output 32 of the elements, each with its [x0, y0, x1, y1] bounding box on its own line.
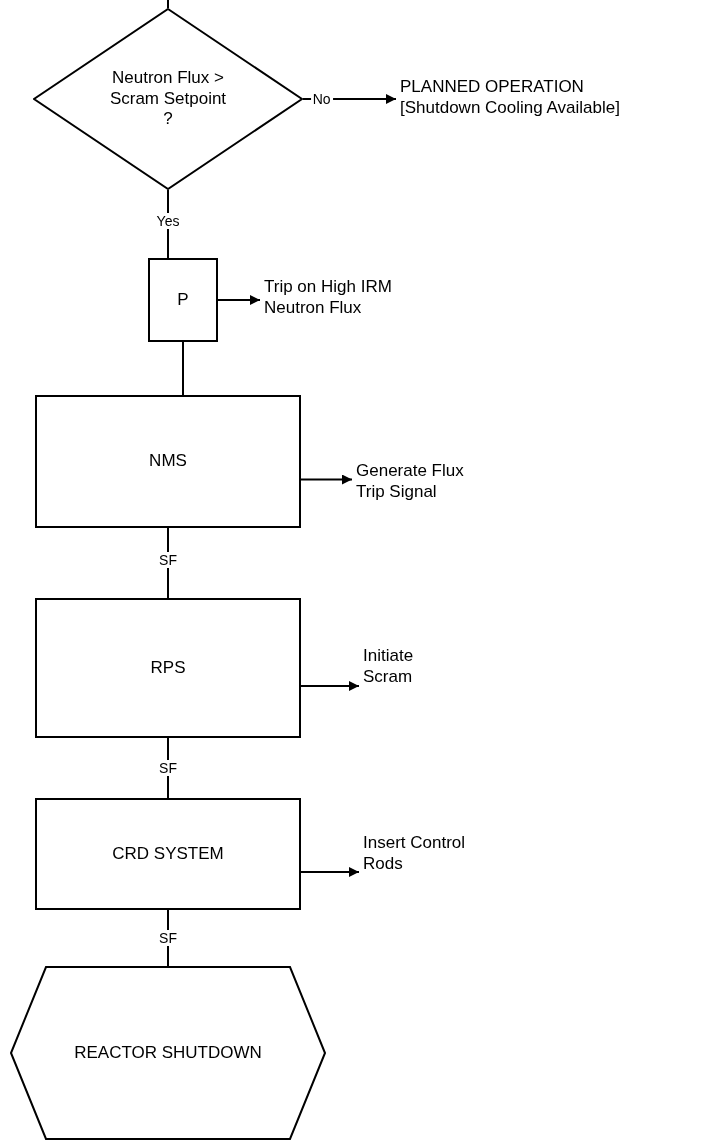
- terminal-hexagon: [10, 966, 326, 1140]
- outcome-label: Generate Flux Trip Signal: [355, 460, 465, 503]
- arrow: [300, 681, 360, 691]
- edge-label: SF: [157, 551, 179, 568]
- node-label: NMS: [149, 451, 187, 472]
- connector-line: [167, 737, 169, 799]
- edge-label: SF: [157, 930, 179, 946]
- process-box: [148, 258, 218, 342]
- arrow: [300, 474, 353, 485]
- outcome-label: Trip on High IRM Neutron Flux: [263, 276, 393, 319]
- arrow: [217, 295, 261, 305]
- node-label: Neutron Flux > Scram Setpoint ?: [109, 68, 227, 130]
- outcome-label: [Shutdown Cooling Available]: [399, 97, 621, 119]
- edge-label: No: [310, 91, 333, 107]
- edge-label: Yes: [154, 212, 182, 229]
- node-label: CRD SYSTEM: [112, 843, 224, 865]
- edge-label: SF: [157, 760, 179, 776]
- connector-line: [167, 909, 169, 967]
- process-box: [35, 395, 301, 528]
- connector-line: [182, 341, 184, 396]
- connector-line: [167, 0, 169, 9]
- process-box: [35, 598, 301, 738]
- outcome-label: PLANNED OPERATION: [399, 76, 585, 98]
- decision-diamond: [33, 8, 303, 190]
- outcome-label: Initiate Scram: [362, 645, 415, 688]
- node-label: P: [177, 289, 189, 311]
- arrow: [300, 867, 360, 877]
- node-label: REACTOR SHUTDOWN: [73, 1042, 263, 1064]
- node-label: RPS: [150, 657, 186, 679]
- process-box: [35, 798, 301, 910]
- outcome-label: Insert Control Rods: [362, 832, 467, 875]
- connector-line: [167, 527, 169, 599]
